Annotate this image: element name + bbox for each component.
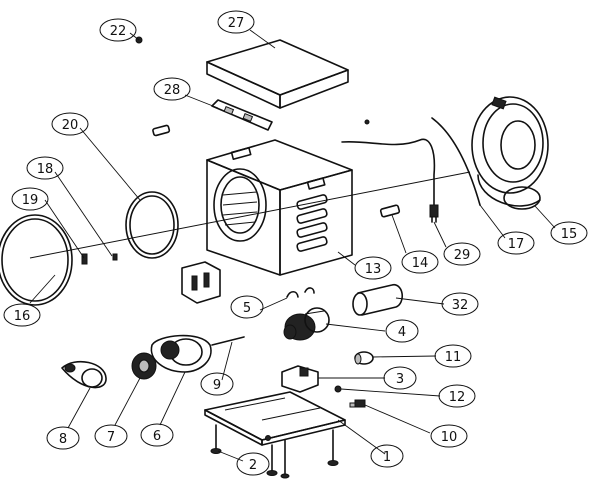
svg-text:12: 12: [449, 390, 466, 405]
callout-8: 8: [46, 426, 80, 450]
part-motor: [283, 307, 330, 341]
svg-text:27: 27: [228, 16, 245, 31]
callout-9: 9: [200, 372, 234, 396]
svg-text:28: 28: [164, 83, 181, 98]
callout-7: 7: [94, 424, 128, 448]
callout-18: 18: [26, 156, 64, 180]
part-pulley: [131, 352, 157, 380]
svg-text:6: 6: [153, 429, 161, 444]
part-clips-5: [286, 287, 315, 298]
svg-text:1: 1: [383, 450, 391, 465]
part-pins: [81, 253, 118, 265]
svg-text:18: 18: [37, 162, 54, 177]
callout-19: 19: [11, 187, 49, 211]
callout-6: 6: [140, 423, 174, 447]
svg-text:19: 19: [22, 193, 39, 208]
svg-text:14: 14: [412, 256, 429, 271]
callout-4: 4: [385, 319, 419, 343]
svg-text:16: 16: [14, 309, 31, 324]
callout-labels: 1 2 3 4 5 6 7 8 9 10 11 12 13 14 15 16 1…: [3, 10, 588, 476]
callout-12: 12: [438, 384, 476, 408]
callout-32: 32: [441, 292, 479, 316]
part-base-plate: [204, 391, 346, 446]
part-top-cover: [206, 39, 349, 109]
callout-16: 16: [3, 303, 41, 327]
callout-20: 20: [51, 112, 89, 136]
part-washer: [334, 385, 342, 393]
part-pump-housing: [150, 334, 212, 373]
leader-lines: [29, 29, 556, 462]
blank-area: [552, 50, 593, 126]
part-small-clip: [152, 124, 171, 137]
part-bracket-3: [281, 365, 319, 393]
svg-text:2: 2: [249, 458, 257, 473]
part-power-cord: [341, 119, 439, 223]
svg-text:10: 10: [441, 430, 458, 445]
svg-text:29: 29: [454, 248, 471, 263]
svg-text:17: 17: [508, 237, 525, 252]
part-cylinder: [352, 283, 403, 316]
callout-1: 1: [370, 444, 404, 468]
part-fitting: [349, 399, 366, 408]
svg-text:20: 20: [62, 118, 79, 133]
svg-text:13: 13: [365, 262, 382, 277]
part-sleeve: [354, 351, 374, 365]
part-clip-14: [379, 204, 401, 218]
svg-text:3: 3: [396, 372, 404, 387]
callout-29: 29: [443, 242, 481, 266]
callout-2: 2: [236, 452, 270, 476]
assembly-axis-line: [29, 171, 471, 259]
part-cabinet: [206, 139, 353, 276]
callout-27: 27: [217, 10, 255, 34]
svg-text:11: 11: [445, 350, 462, 365]
part-latch-bracket: [181, 261, 221, 304]
callout-22: 22: [99, 18, 137, 42]
callout-10: 10: [430, 424, 468, 448]
callout-14: 14: [401, 250, 439, 274]
part-rod: [211, 336, 245, 346]
svg-text:5: 5: [243, 301, 251, 316]
svg-text:32: 32: [452, 298, 469, 313]
callout-28: 28: [153, 77, 191, 101]
svg-text:4: 4: [398, 325, 406, 340]
callout-11: 11: [434, 344, 472, 368]
part-front-ring: [0, 214, 73, 306]
callout-5: 5: [230, 295, 264, 319]
svg-text:15: 15: [561, 227, 578, 242]
callout-3: 3: [383, 366, 417, 390]
part-rear-housing: [471, 96, 549, 210]
callout-17: 17: [497, 231, 535, 255]
callout-15: 15: [550, 221, 588, 245]
part-fan-impeller: [61, 360, 107, 389]
callout-13: 13: [354, 256, 392, 280]
part-gasket-ring: [125, 191, 179, 259]
svg-text:9: 9: [213, 378, 221, 393]
svg-text:22: 22: [110, 24, 127, 39]
part-hose: [431, 117, 481, 206]
svg-text:8: 8: [59, 432, 67, 447]
svg-text:7: 7: [107, 430, 115, 445]
part-feet: [210, 424, 339, 479]
part-control-bracket: [211, 99, 273, 131]
